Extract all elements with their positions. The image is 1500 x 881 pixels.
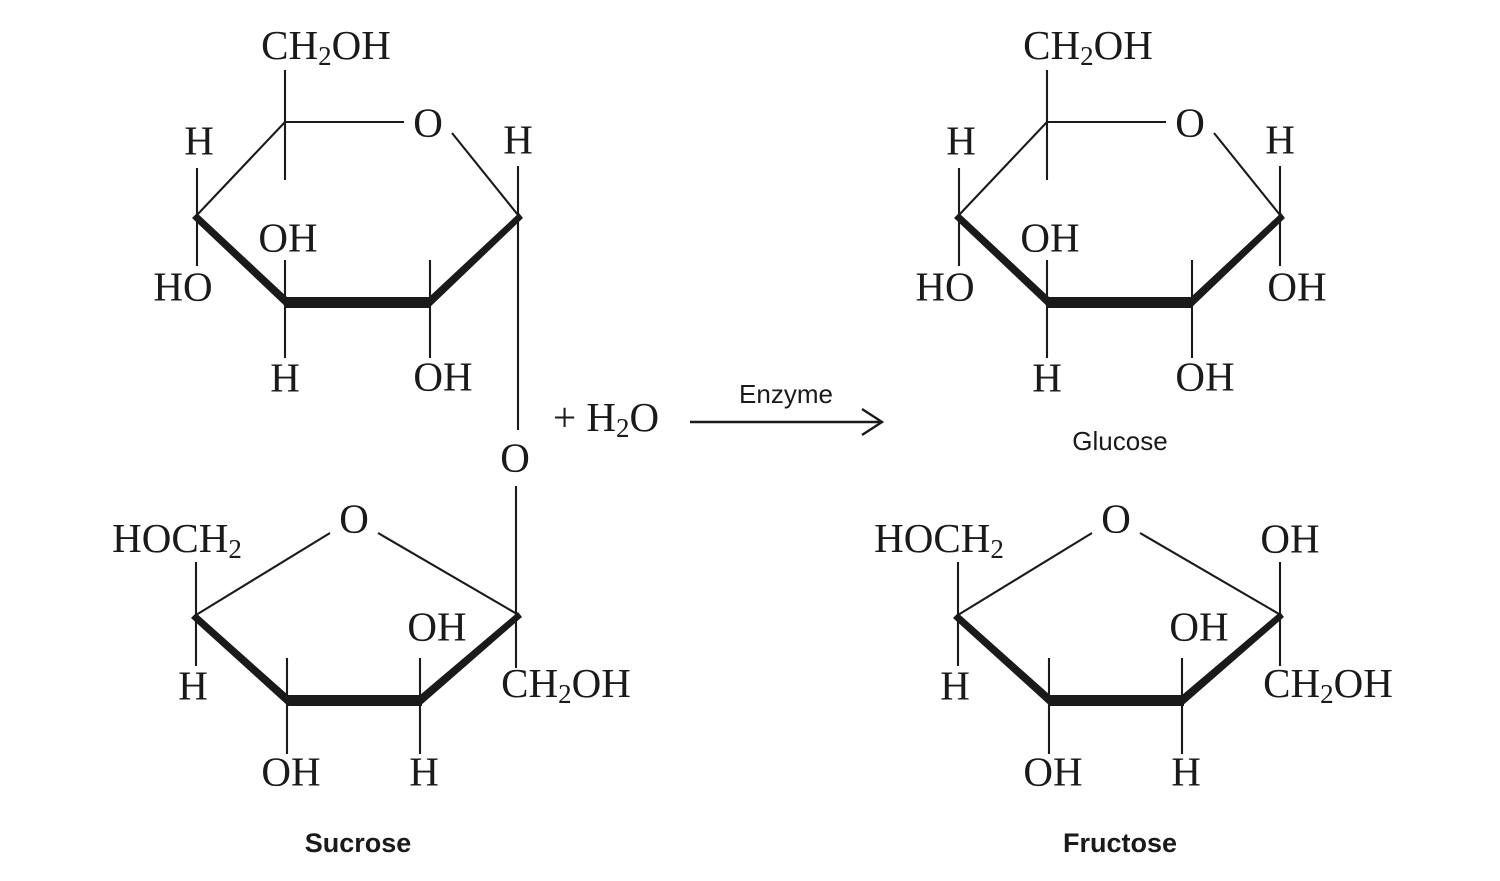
bond-right-bold (1182, 612, 1284, 706)
molecule-sucrose-fructose-unit: HOCH2 O H OH CH2OH OH H Sucrose (112, 495, 631, 858)
label-ring-oxygen: O (413, 99, 443, 145)
label-ring-oxygen: O (1175, 99, 1205, 145)
label-h-upper-left: H (184, 117, 214, 163)
label-h-left: H (178, 662, 208, 708)
label-ch2oh-top: CH2OH (1023, 22, 1153, 71)
label-water-coreactant: + H2O (553, 394, 659, 443)
label-oh-bottom-right: OH (1175, 353, 1234, 399)
label-h-upper-left: H (946, 117, 976, 163)
label-h-bottom-right: H (409, 748, 439, 794)
bond-c4-c3-bold (192, 213, 287, 308)
bond-c-o-ring-left (957, 532, 1093, 616)
label-h-left: H (940, 662, 970, 708)
label-h-bottom-right: H (1171, 748, 1201, 794)
bond-bottom-bold (286, 695, 422, 706)
label-ho-left: HO (915, 263, 974, 309)
label-ho-left: HO (153, 263, 212, 309)
label-hoch2-left: HOCH2 (874, 515, 1004, 564)
label-enzyme-catalyst: Enzyme (739, 379, 833, 409)
label-ch2oh-top: CH2OH (261, 22, 391, 71)
label-oh-inner: OH (1169, 603, 1228, 649)
label-oh-inner-left: OH (258, 214, 317, 260)
molecule-sucrose-glucose-unit: CH2OH H O H HO OH H OH O (153, 22, 532, 480)
bond-bottom-bold (1048, 695, 1184, 706)
bond-c3-c2-bold (285, 297, 431, 308)
label-oh-bottom-left: OH (1023, 748, 1082, 794)
label-oh-bottom-left: OH (261, 748, 320, 794)
reaction-arrow-head-icon (861, 407, 885, 437)
label-ch2oh-right: CH2OH (501, 660, 631, 709)
bond-c2-c1-bold (1191, 213, 1285, 308)
label-ch2oh-right: CH2OH (1263, 660, 1393, 709)
label-oh-inner-left: OH (1020, 214, 1079, 260)
bond-right-bold (420, 612, 522, 706)
label-oh-bottom-right: OH (413, 353, 472, 399)
bond-left-bold (191, 613, 288, 706)
bond-o-ring-c-right (377, 532, 518, 615)
label-h-upper-right: H (503, 116, 533, 162)
bond-c-o-ring-left (195, 532, 331, 616)
label-hoch2-left: HOCH2 (112, 515, 242, 564)
bond-o-ring-c1 (1213, 132, 1281, 216)
reaction-condition-group: + H2O Enzyme (553, 379, 885, 443)
bond-c3-c2-bold (1047, 297, 1193, 308)
bond-c2-c1-bold (429, 213, 523, 308)
molecule-product-glucose: CH2OH H O H HO OH H OH OH Glucose (915, 22, 1326, 455)
label-oh-anomeric: OH (1267, 263, 1326, 309)
molecule-name-sucrose: Sucrose (305, 828, 412, 858)
bond-o-ring-c1 (451, 132, 519, 216)
molecule-product-fructose: HOCH2 O H OH OH CH2OH OH H Fructose (874, 495, 1393, 858)
bond-o-ring-c-right (1139, 532, 1280, 615)
label-glycosidic-oxygen: O (500, 434, 530, 480)
bond-c4-c3-bold (954, 213, 1049, 308)
label-ring-oxygen: O (1101, 495, 1131, 541)
label-ring-oxygen: O (339, 495, 369, 541)
bond-c5-c4 (196, 121, 286, 216)
molecule-name-fructose: Fructose (1063, 828, 1177, 858)
label-h-upper-right: H (1265, 116, 1295, 162)
molecule-name-glucose: Glucose (1072, 426, 1167, 456)
label-h-bottom-left: H (270, 354, 300, 400)
label-oh-inner: OH (407, 603, 466, 649)
bond-left-bold (953, 613, 1050, 706)
label-oh-anomeric: OH (1260, 515, 1319, 561)
bond-c5-c4 (958, 121, 1048, 216)
label-h-bottom-left: H (1032, 354, 1062, 400)
